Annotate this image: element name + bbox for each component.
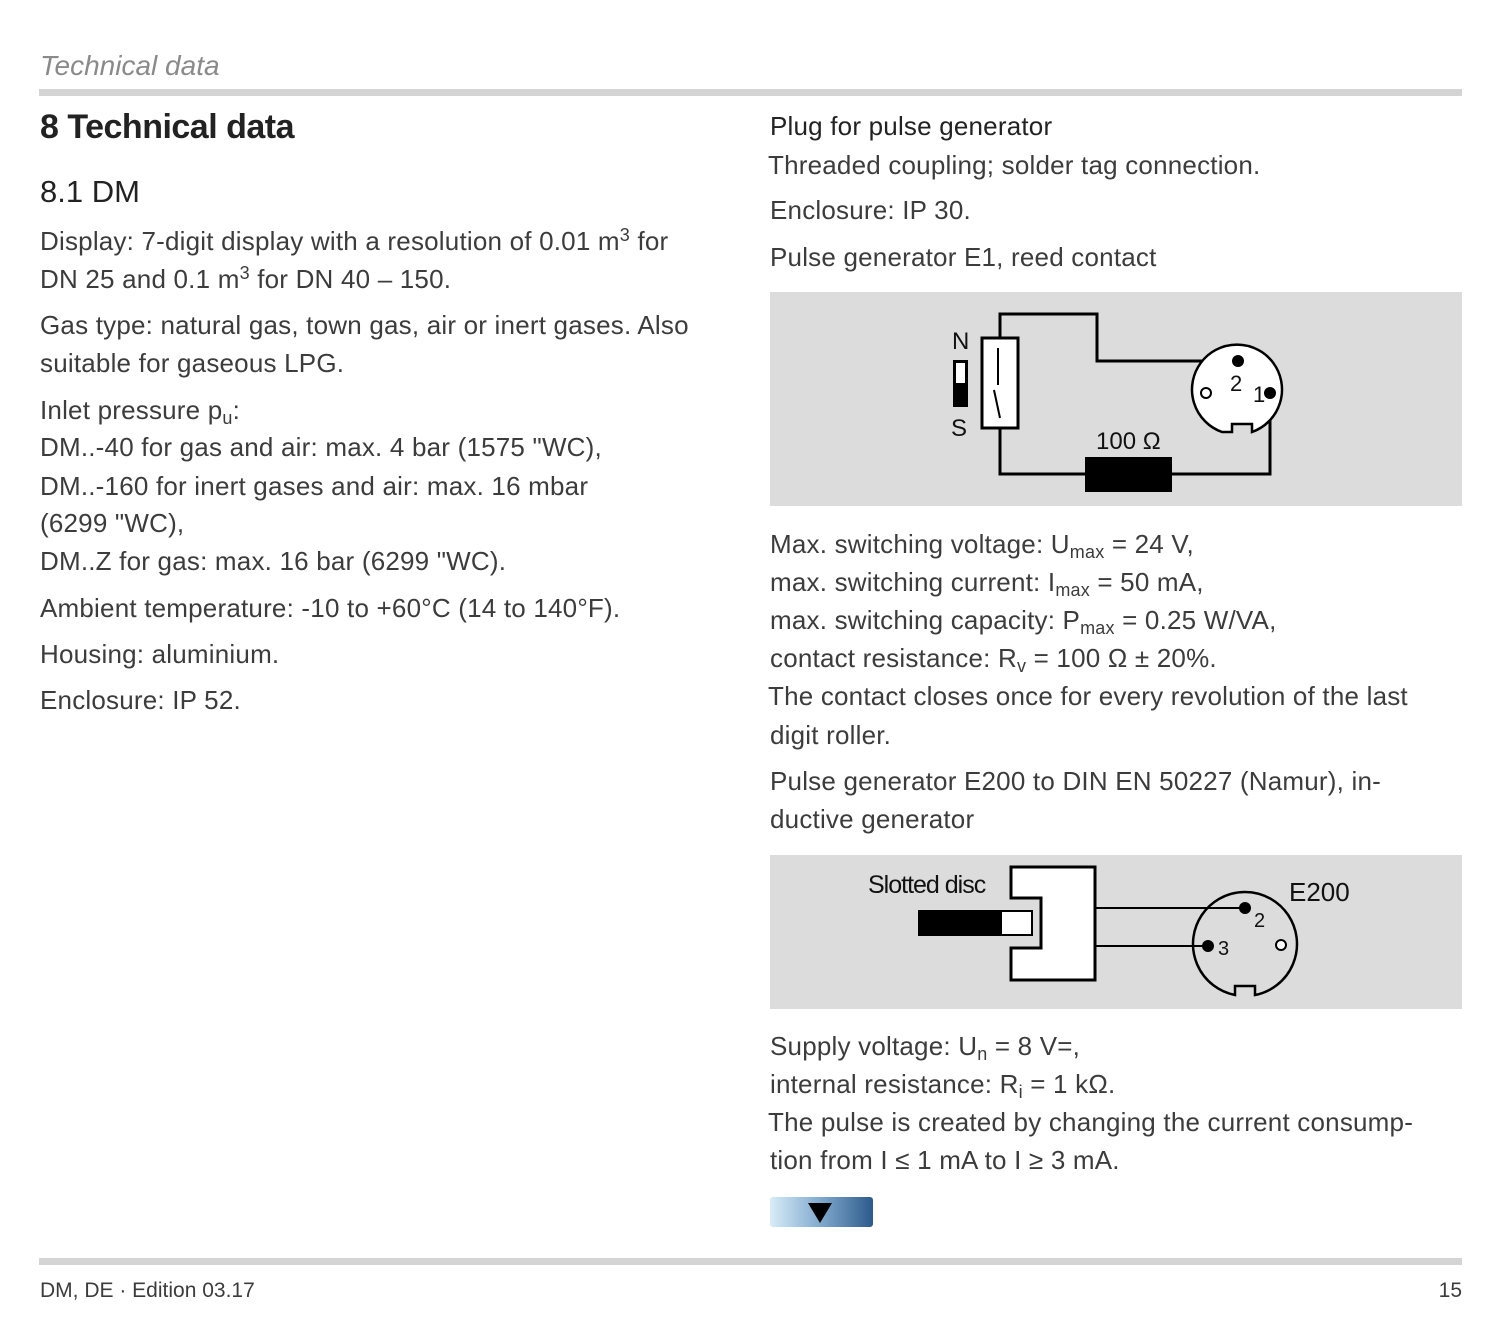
internal-resistance: internal resistance: Ri = 1 kΩ.: [770, 1065, 1115, 1103]
text: = 100 Ω ± 20%.: [1026, 643, 1217, 673]
superscript: 3: [619, 225, 631, 245]
gas-line-1: Gas type: natural gas, town gas, air or …: [40, 310, 689, 340]
running-header: Technical data: [40, 50, 220, 81]
max-switching-current: max. switching current: Imax = 50 mA,: [770, 563, 1204, 601]
reed-contact-diagram: N S 100 Ω 2 1: [770, 292, 1462, 506]
text: = 8 V=,: [987, 1031, 1081, 1061]
e200-diagram: Slotted disc E200 2 3: [770, 855, 1462, 1009]
text: contact resistance: R: [770, 643, 1017, 673]
contact-resistance: contact resistance: Rv = 100 Ω ± 20%.: [770, 639, 1217, 677]
enclosure-right: Enclosure: IP 30.: [770, 195, 971, 225]
text: :: [232, 395, 241, 425]
max-switching-capacity: max. switching capacity: Pmax = 0.25 W/V…: [770, 601, 1277, 639]
e200-schematic: Slotted disc E200 2 3: [868, 865, 1350, 997]
display-line-2: DN 25 and 0.1 m3 for DN 40 – 150.: [40, 260, 451, 298]
subscript: i: [1018, 1082, 1023, 1102]
slotted-disc-slot: [1000, 910, 1033, 936]
down-arrow-icon: [808, 1203, 832, 1223]
resistor: [1085, 457, 1172, 492]
ambient-temperature: Ambient temperature: -10 to +60°C (14 to…: [40, 593, 621, 623]
e200-label: E200: [1289, 877, 1350, 907]
supply-voltage: Supply voltage: Un = 8 V=,: [770, 1027, 1080, 1065]
text: Display: 7-digit display with a resoluti…: [40, 226, 620, 256]
gas-line-2: suitable for gaseous LPG.: [40, 348, 345, 378]
unused-pin: [1275, 939, 1287, 951]
south-label: S: [951, 415, 967, 442]
reed-switch-body: [980, 336, 1020, 430]
e1-title: Pulse generator E1, reed contact: [770, 242, 1157, 272]
slotted-disc-label: Slotted disc: [868, 871, 986, 899]
page-number: 15: [1438, 1279, 1462, 1302]
magnet-north-half: [956, 363, 965, 383]
pressure-line-2: DM..-160 for inert gases and air: max. 1…: [40, 471, 589, 501]
text: internal resistance: R: [770, 1069, 1019, 1099]
pulse-line-1: The pulse is created by changing the cur…: [768, 1107, 1414, 1137]
subscript: max: [1080, 618, 1115, 638]
contact-closes-line-2: digit roller.: [770, 720, 892, 750]
footer-edition: DM, DE · Edition 03.17: [40, 1279, 255, 1302]
plug-description: Threaded coupling; solder tag connection…: [768, 150, 1261, 180]
pin-1-label: 1: [1253, 382, 1265, 407]
pressure-line-3: (6299 "WC),: [40, 508, 185, 538]
north-label: N: [952, 328, 969, 355]
plug-title: Plug for pulse generator: [770, 111, 1053, 141]
inlet-pressure-label: Inlet pressure pu:: [40, 391, 240, 429]
subscript: max: [1069, 542, 1105, 562]
e200-line-1: Pulse generator E200 to DIN EN 50227 (Na…: [770, 766, 1381, 796]
text: = 24 V,: [1104, 529, 1194, 559]
section-title: 8 Technical data: [40, 108, 295, 146]
pin-2-label: 2: [1230, 371, 1242, 396]
unused-pin: [1200, 387, 1212, 399]
pressure-line-1: DM..-40 for gas and air: max. 4 bar (157…: [40, 432, 602, 462]
sensor-housing: [1009, 865, 1097, 982]
footer-rule: [39, 1258, 1462, 1265]
connector-socket: [1191, 890, 1299, 997]
slotted-disc-bar: [918, 910, 1001, 936]
pin-2-dot: [1232, 355, 1244, 367]
pin-1-dot: [1264, 387, 1276, 399]
contact-closes-line-1: The contact closes once for every revolu…: [768, 681, 1408, 711]
text: = 50 mA,: [1089, 567, 1204, 597]
text: Max. switching voltage: U: [770, 529, 1070, 559]
subscript: u: [222, 408, 233, 428]
pin-2-label: 2: [1254, 910, 1265, 932]
text: = 1 kΩ.: [1022, 1069, 1116, 1099]
next-page-button[interactable]: [770, 1197, 873, 1227]
pin-3-dot: [1202, 940, 1214, 952]
header-rule: [39, 89, 1462, 96]
superscript: 3: [239, 263, 250, 283]
subscript: max: [1055, 580, 1090, 600]
pulse-line-2: tion from I ≤ 1 mA to I ≥ 3 mA.: [770, 1145, 1120, 1175]
text: for DN 40 – 150.: [249, 264, 452, 294]
pin-3-label: 3: [1218, 938, 1229, 960]
text: Supply voltage: U: [770, 1031, 978, 1061]
resistor-label: 100 Ω: [1096, 428, 1161, 455]
display-line-1: Display: 7-digit display with a resoluti…: [40, 222, 668, 260]
subscript: n: [977, 1044, 988, 1064]
pin-2-dot: [1239, 902, 1251, 914]
reed-contact-schematic: N S 100 Ω 2 1: [951, 312, 1284, 492]
max-switching-voltage: Max. switching voltage: Umax = 24 V,: [770, 525, 1194, 563]
text: = 0.25 W/VA,: [1114, 605, 1277, 635]
wire-top: [998, 312, 1238, 363]
text: max. switching current: I: [770, 567, 1056, 597]
e200-line-2: ductive generator: [770, 804, 975, 834]
text: for: [630, 226, 669, 256]
subscript: v: [1016, 656, 1027, 676]
housing: Housing: aluminium.: [40, 639, 280, 669]
reed-contact-lower: [993, 389, 1001, 419]
connector-socket: [1190, 343, 1284, 434]
enclosure-left: Enclosure: IP 52.: [40, 685, 241, 715]
subsection-title: 8.1 DM: [40, 174, 140, 209]
text: Inlet pressure p: [40, 395, 223, 425]
text: DN 25 and 0.1 m: [40, 264, 240, 294]
text: max. switching capacity: P: [770, 605, 1081, 635]
pressure-line-4: DM..Z for gas: max. 16 bar (6299 "WC).: [40, 546, 507, 576]
